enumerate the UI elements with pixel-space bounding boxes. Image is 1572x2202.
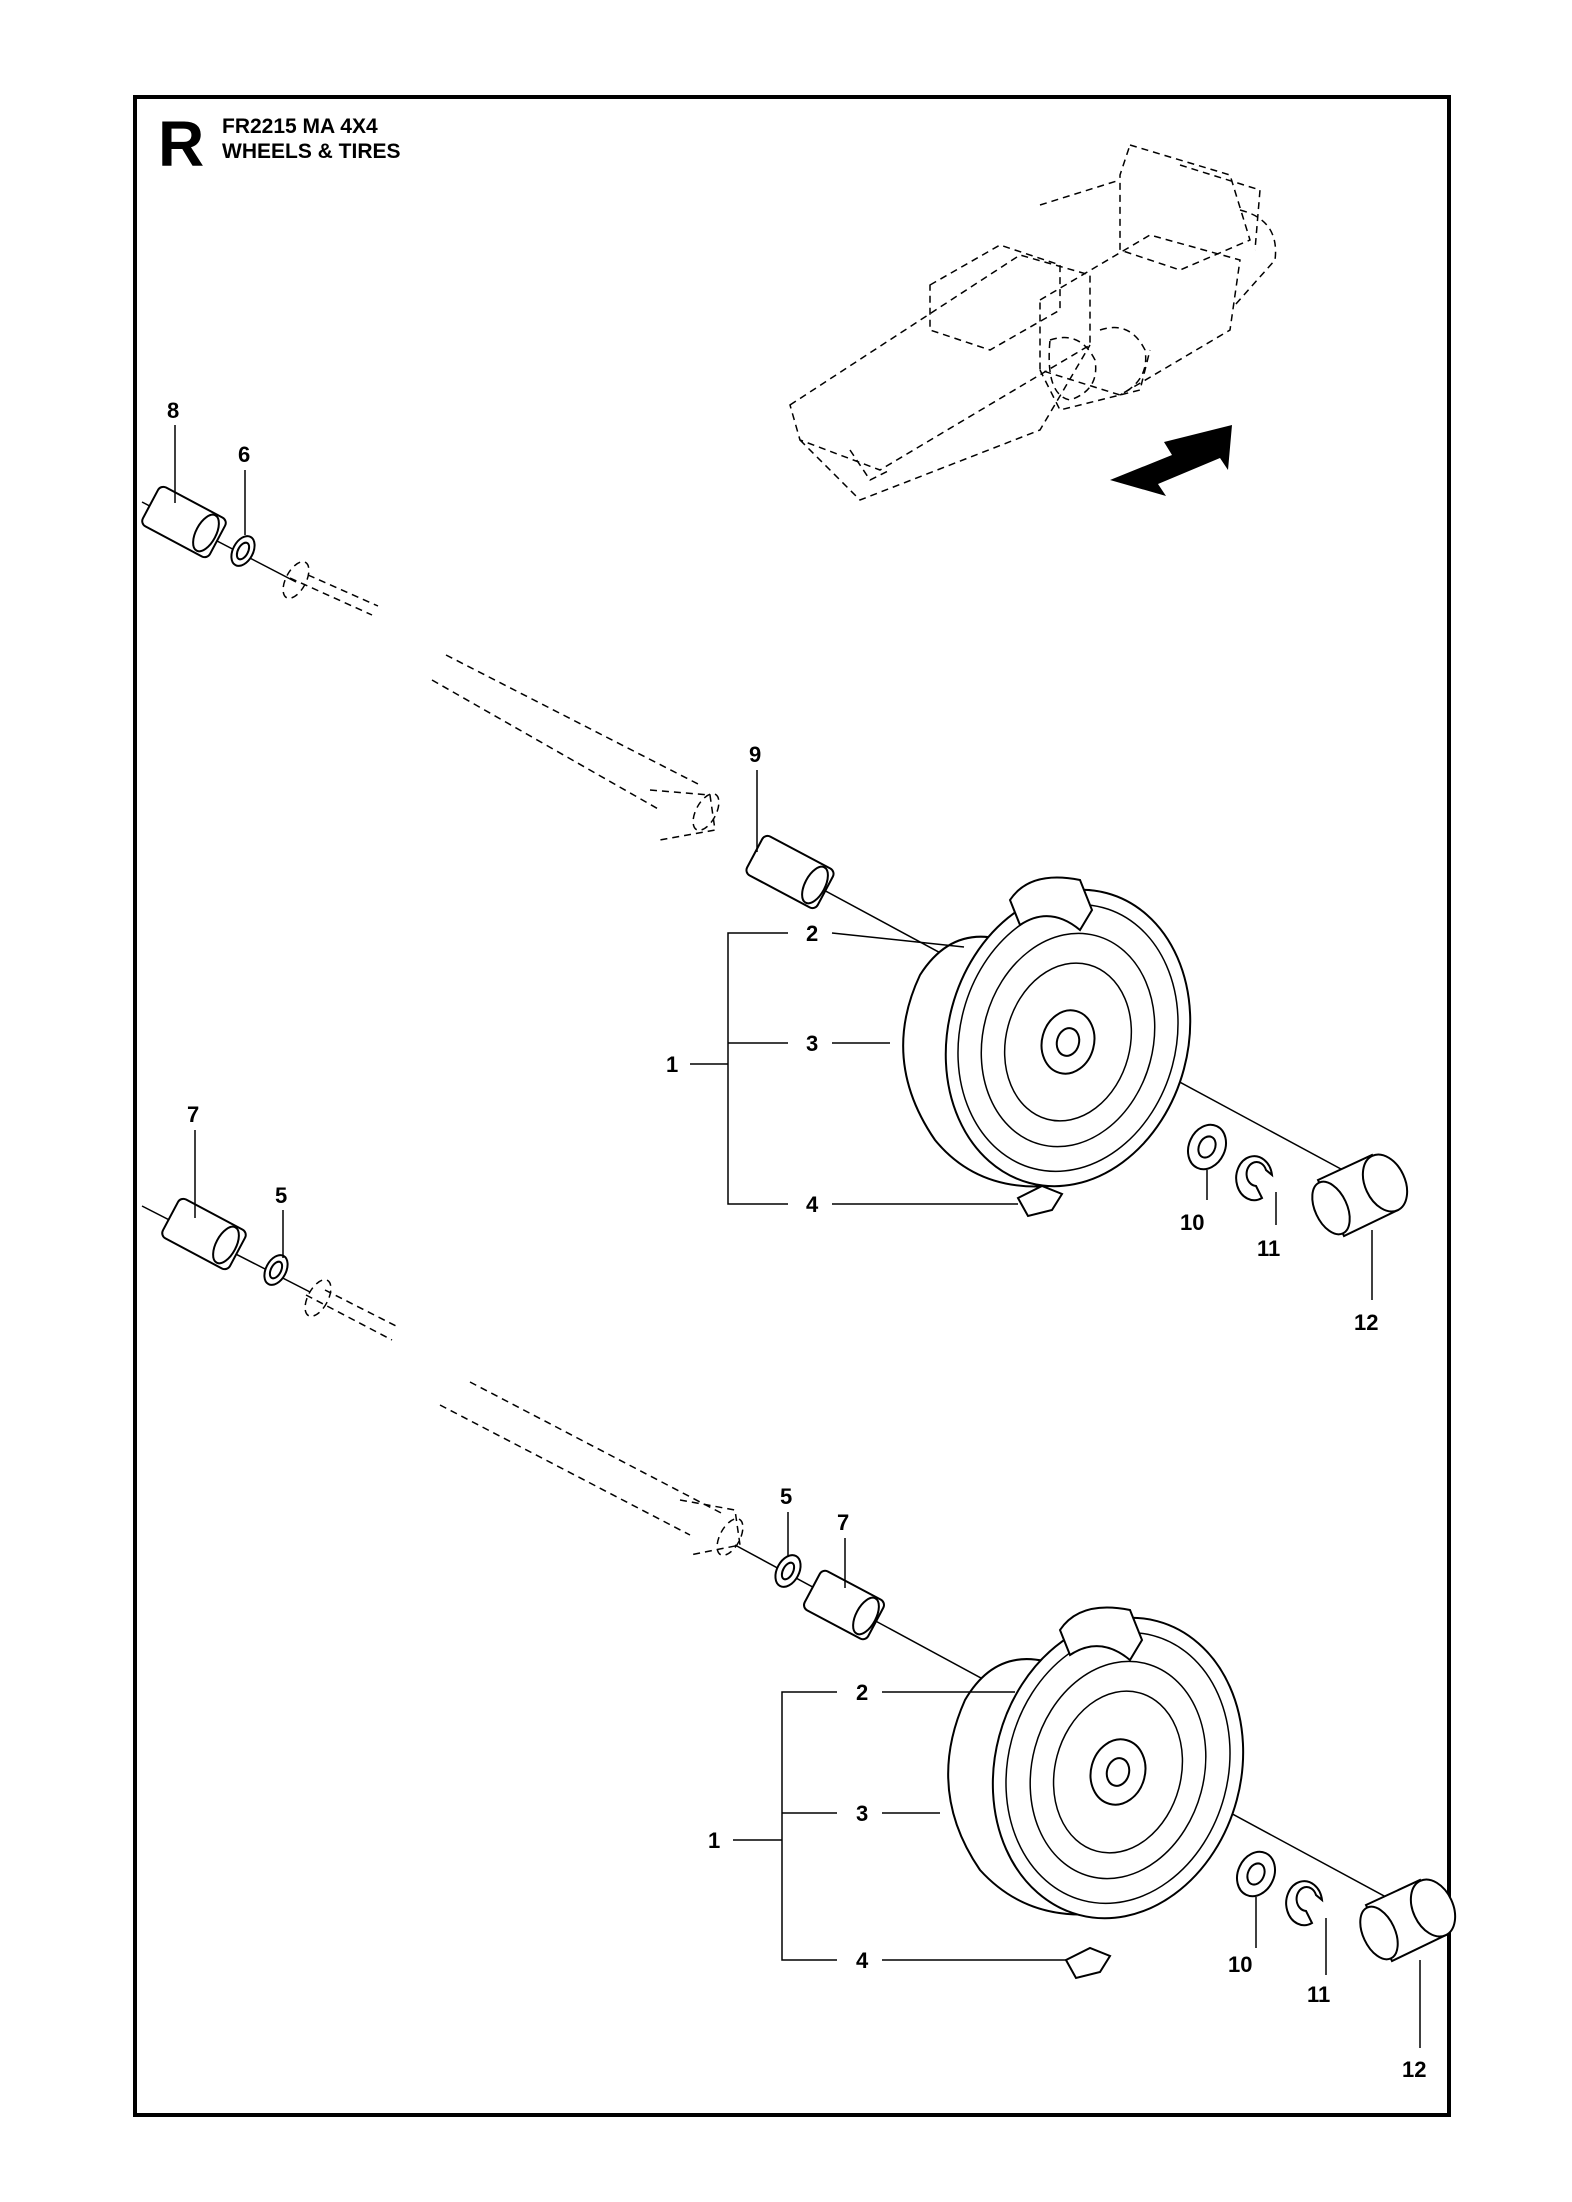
- callout-5-lower-left: 5: [275, 1183, 287, 1208]
- tractor-frame-thumbnail: [789, 144, 1277, 501]
- upper-wheel-tire: [902, 876, 1192, 1188]
- view-direction-arrow: [1110, 425, 1232, 496]
- callout-labels: 8 6 9 2 3 1 4 10 11 12 7 5 5 7 2 3 1 4 1…: [167, 398, 1426, 2082]
- lower-clip-11: [1285, 1880, 1324, 1927]
- callout-11-lower: 11: [1307, 1982, 1330, 2007]
- callout-7-lower-left: 7: [187, 1102, 199, 1127]
- callout-12-lower: 12: [1402, 2057, 1426, 2082]
- callout-4-upper: 4: [806, 1192, 819, 1217]
- lower-valve-stem-4: [1064, 1946, 1112, 1980]
- callout-10-lower: 10: [1228, 1952, 1252, 1977]
- callout-6: 6: [238, 442, 250, 467]
- callout-7-lower-right: 7: [837, 1510, 849, 1535]
- callout-2-lower: 2: [856, 1680, 868, 1705]
- callout-1-lower: 1: [708, 1828, 720, 1853]
- callout-5-lower-right: 5: [780, 1484, 792, 1509]
- lower-wheel-tire: [947, 1606, 1245, 1920]
- callout-8: 8: [167, 398, 179, 423]
- upper-valve-stem-4: [1016, 1184, 1064, 1218]
- upper-bushing-9: [745, 834, 835, 910]
- callout-3-lower: 3: [856, 1801, 868, 1826]
- lower-bushing-7a: [161, 1197, 247, 1271]
- callout-10-upper: 10: [1180, 1210, 1204, 1235]
- lower-bushing-7b: [803, 1569, 885, 1641]
- callout-4-lower: 4: [856, 1948, 869, 1973]
- diagram-frame: [133, 95, 1451, 2117]
- callout-9: 9: [749, 742, 761, 767]
- model-title: FR2215 MA 4X4: [222, 115, 378, 138]
- callout-12-upper: 12: [1354, 1310, 1378, 1335]
- lower-wheel-assembly: [141, 1130, 1457, 2048]
- lower-hub-cap-12: [1359, 1878, 1457, 1963]
- upper-bushing-8: [141, 485, 227, 559]
- section-letter: R: [158, 108, 205, 180]
- upper-wheel-assembly: [141, 425, 1409, 1300]
- callout-3-upper: 3: [806, 1031, 818, 1056]
- callout-11-upper: 11: [1257, 1236, 1280, 1261]
- upper-hub-cap-12: [1311, 1153, 1409, 1238]
- upper-clip-11: [1235, 1155, 1274, 1202]
- callout-2-upper: 2: [806, 921, 818, 946]
- callout-1-upper: 1: [666, 1052, 678, 1077]
- section-subtitle: WHEELS & TIRES: [222, 140, 401, 163]
